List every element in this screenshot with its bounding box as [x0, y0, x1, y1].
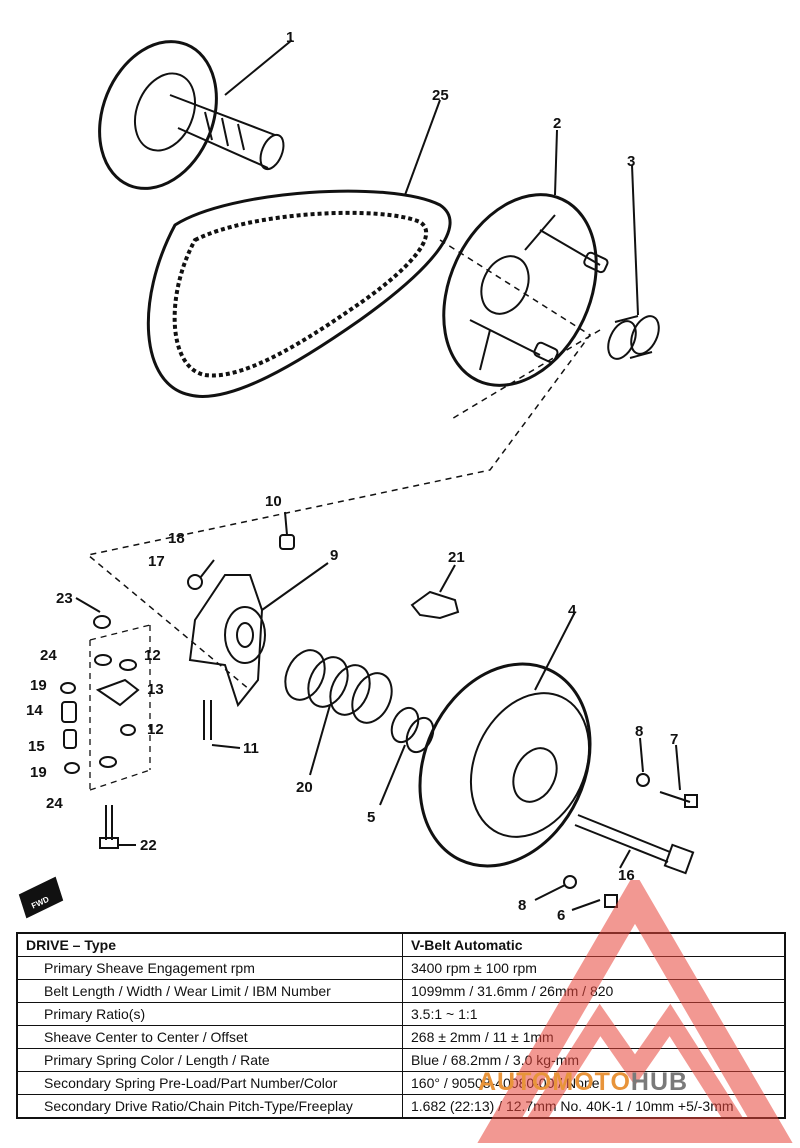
- clip-drawing: [410, 590, 460, 620]
- callout-23: 23: [56, 590, 73, 607]
- callout-5: 5: [367, 809, 375, 826]
- secondary-bushing-drawing: [379, 706, 435, 806]
- spec-value: 3.5:1 ~ 1:1: [402, 1002, 786, 1026]
- spec-value: 268 ± 2mm / 11 ± 1mm: [402, 1025, 786, 1049]
- table-row: Belt Length / Width / Wear Limit / IBM N…: [16, 979, 786, 1003]
- callout-24b: 24: [46, 795, 63, 812]
- table-row: DRIVE – Type V-Belt Automatic: [16, 932, 786, 957]
- table-row: Primary Ratio(s) 3.5:1 ~ 1:1: [16, 1002, 786, 1026]
- bushing-drawing: [607, 164, 660, 360]
- table-row: Secondary Drive Ratio/Chain Pitch-Type/F…: [16, 1094, 786, 1119]
- spec-label: Secondary Spring Pre-Load/Part Number/Co…: [16, 1071, 403, 1095]
- callout-25: 25: [432, 87, 449, 104]
- callout-8a: 8: [635, 723, 643, 740]
- callout-16: 16: [618, 867, 635, 884]
- callout-19a: 19: [30, 677, 47, 694]
- spider-drawing: [442, 129, 609, 387]
- spec-label: Primary Sheave Engagement rpm: [16, 956, 403, 980]
- washer-8-drawing: [636, 773, 650, 787]
- spec-value: 1.682 (22:13) / 12.7mm No. 40K-1 / 10mm …: [402, 1094, 786, 1119]
- callout-20: 20: [296, 779, 313, 796]
- exploded-parts-diagram: 1 2 3 4 5 6 7 8 8 9 10 11 12 12 13 14 15…: [18, 29, 698, 924]
- callout-18: 18: [168, 530, 185, 547]
- watermark-text-part1: AUTOMOTO: [478, 1068, 631, 1096]
- callout-15: 15: [28, 738, 45, 755]
- table-row: Sheave Center to Center / Offset 268 ± 2…: [16, 1025, 786, 1049]
- watermark-text: AUTOMOTOHUB: [478, 1068, 688, 1097]
- callout-4: 4: [568, 602, 577, 619]
- spec-label: DRIVE – Type: [16, 932, 403, 957]
- callout-21: 21: [448, 549, 465, 566]
- fixed-sheave-drawing: [98, 39, 293, 190]
- callout-24a: 24: [40, 647, 57, 664]
- callout-9: 9: [330, 547, 338, 564]
- spring-drawing: [284, 649, 393, 776]
- cam-bracket-drawing: [188, 562, 329, 708]
- callout-2: 2: [553, 115, 561, 132]
- spec-label: Sheave Center to Center / Offset: [16, 1025, 403, 1049]
- spec-label: Primary Spring Color / Length / Rate: [16, 1048, 403, 1072]
- spec-value: V-Belt Automatic: [402, 932, 786, 957]
- callout-14: 14: [26, 702, 43, 719]
- callout-17: 17: [148, 553, 165, 570]
- fwd-arrow-icon: [18, 876, 64, 919]
- v-belt-drawing: [146, 99, 452, 398]
- callout-12a: 12: [144, 647, 161, 664]
- secondary-sheave-drawing: [418, 611, 592, 868]
- spec-value: 1099mm / 31.6mm / 26mm / 820: [402, 979, 786, 1003]
- spec-label: Belt Length / Width / Wear Limit / IBM N…: [16, 979, 403, 1003]
- callout-10: 10: [265, 493, 282, 510]
- callout-6: 6: [557, 907, 565, 924]
- callout-11: 11: [243, 740, 259, 757]
- callout-8b: 8: [518, 897, 526, 914]
- callout-19b: 19: [30, 764, 47, 781]
- callout-1: 1: [286, 29, 294, 46]
- callout-12b: 12: [147, 721, 164, 738]
- callout-13: 13: [147, 681, 164, 698]
- spec-value: 3400 rpm ± 100 rpm: [402, 956, 786, 980]
- watermark-text-part2: HUB: [630, 1068, 689, 1096]
- long-bolt-drawing: [574, 814, 695, 875]
- table-row: Primary Sheave Engagement rpm 3400 rpm ±…: [16, 956, 786, 980]
- callout-22: 22: [140, 837, 157, 854]
- spec-label: Secondary Drive Ratio/Chain Pitch-Type/F…: [16, 1094, 403, 1119]
- callout-3: 3: [627, 153, 635, 170]
- callout-7: 7: [670, 731, 678, 748]
- small-parts-drawing: [60, 511, 295, 849]
- spec-label: Primary Ratio(s): [16, 1002, 403, 1026]
